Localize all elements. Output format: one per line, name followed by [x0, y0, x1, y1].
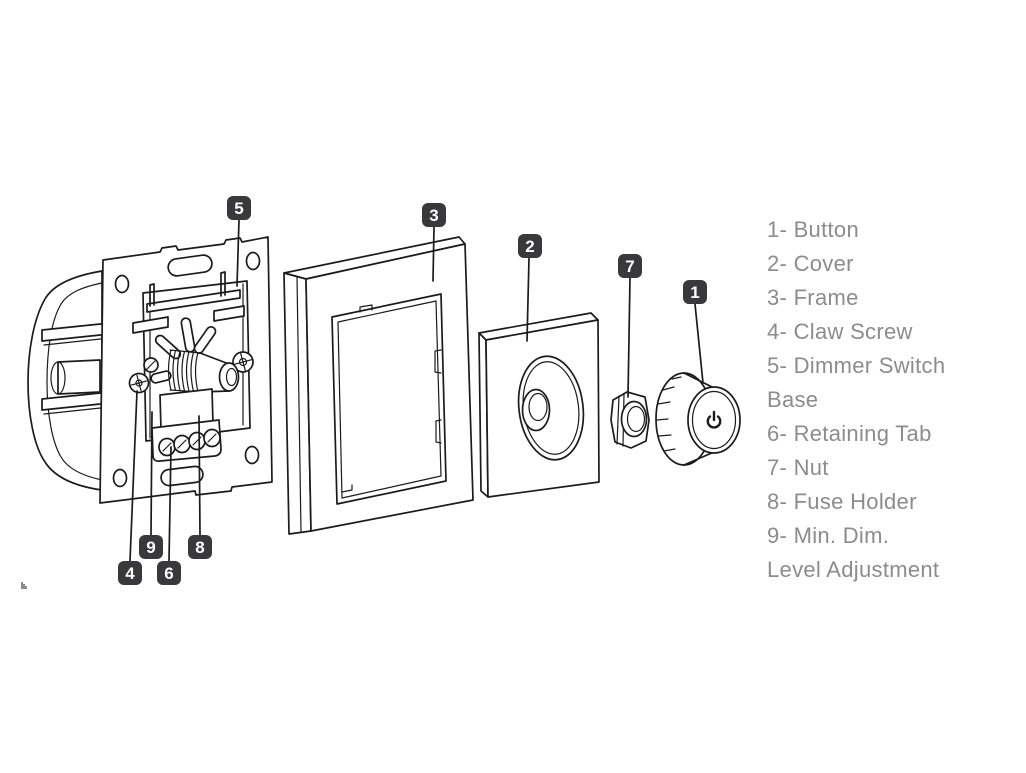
part-badge-8-number: 8: [195, 538, 204, 557]
terminal-screw: [173, 434, 191, 454]
part-badge-1: 1: [683, 280, 707, 304]
part-badge-2: 2: [518, 234, 542, 258]
frame-clip-notch: [434, 349, 442, 374]
parts-legend: 1- Button 2- Cover 3- Frame 4- Claw Scre…: [767, 213, 1023, 587]
part-badge-4: 4: [118, 561, 142, 585]
part-badge-6: 6: [157, 561, 181, 585]
plate-hole: [114, 274, 130, 294]
claw-arm-right: [213, 305, 245, 322]
legend-line: Base: [767, 387, 819, 412]
cover: [478, 312, 600, 498]
nut: [610, 391, 650, 449]
part-badges: 1 2 3 4 5 6 7: [118, 196, 707, 585]
power-icon: [706, 410, 722, 429]
knob-grip-ridges: [656, 376, 682, 452]
part-badge-9: 9: [139, 535, 163, 559]
part-badge-8: 8: [188, 535, 212, 559]
frame-clip-notch: [341, 484, 353, 493]
claw-screw-left: [128, 372, 150, 394]
part-badge-5-number: 5: [234, 199, 243, 218]
part-badge-5: 5: [227, 196, 251, 220]
part-badge-9-number: 9: [146, 538, 155, 557]
legend-line: 1- Button: [767, 217, 859, 242]
min-dim-adjustment-screw: [143, 357, 159, 373]
terminal-screw: [203, 428, 221, 448]
legend-line: 5- Dimmer Switch: [767, 353, 946, 378]
legend-line: 9- Min. Dim.: [767, 523, 890, 548]
plate-hole: [244, 445, 260, 465]
knob: [655, 372, 741, 466]
cover-hole: [521, 388, 551, 432]
plate-hole: [112, 468, 128, 488]
leader-line-8: [198, 415, 201, 536]
plate-slot: [167, 254, 213, 277]
leader-line-7: [627, 277, 631, 398]
mechanism-post: [149, 283, 155, 307]
dimmer-drawing: [27, 219, 741, 562]
frame-clip-notch: [359, 304, 373, 313]
part-badge-3-number: 3: [429, 206, 438, 225]
terminal-screw: [158, 437, 176, 457]
scan-artifact: [21, 582, 27, 589]
leader-line-4: [129, 390, 138, 562]
leader-line-2: [526, 257, 530, 342]
legend-line: 6- Retaining Tab: [767, 421, 932, 446]
threaded-shaft: [167, 349, 240, 393]
leader-line-1: [694, 303, 704, 384]
claw-arm-left: [132, 316, 169, 334]
legend-line: 7- Nut: [767, 455, 829, 480]
part-badge-7: 7: [618, 254, 642, 278]
cover-recess: [517, 355, 585, 461]
leader-lines: [129, 219, 704, 562]
legend-line: 8- Fuse Holder: [767, 489, 917, 514]
leader-line-6: [168, 446, 172, 562]
legend-line: Level Adjustment: [767, 557, 940, 582]
mechanism-post: [220, 271, 226, 297]
part-badge-2-number: 2: [525, 237, 534, 256]
frame-opening: [331, 293, 447, 505]
part-badge-7-number: 7: [625, 257, 634, 276]
vent-slot: [150, 370, 172, 384]
part-badge-6-number: 6: [164, 564, 173, 583]
switch-mechanism: [128, 271, 254, 462]
legend-line: 3- Frame: [767, 285, 859, 310]
part-badge-4-number: 4: [125, 564, 135, 583]
terminal-block: [151, 419, 222, 462]
leader-line-3: [432, 226, 435, 282]
legend-line: 4- Claw Screw: [767, 319, 913, 344]
part-badge-1-number: 1: [690, 283, 699, 302]
plate-hole: [245, 251, 261, 271]
leader-line-5: [236, 219, 240, 287]
frame: [283, 236, 474, 535]
leader-line-9: [150, 411, 153, 536]
part-badge-3: 3: [422, 203, 446, 227]
housing-body: [27, 270, 111, 491]
plate-slot: [160, 465, 204, 487]
frame-clip-notch: [435, 419, 442, 444]
legend-line: 2- Cover: [767, 251, 854, 276]
terminal-screw: [188, 431, 206, 451]
